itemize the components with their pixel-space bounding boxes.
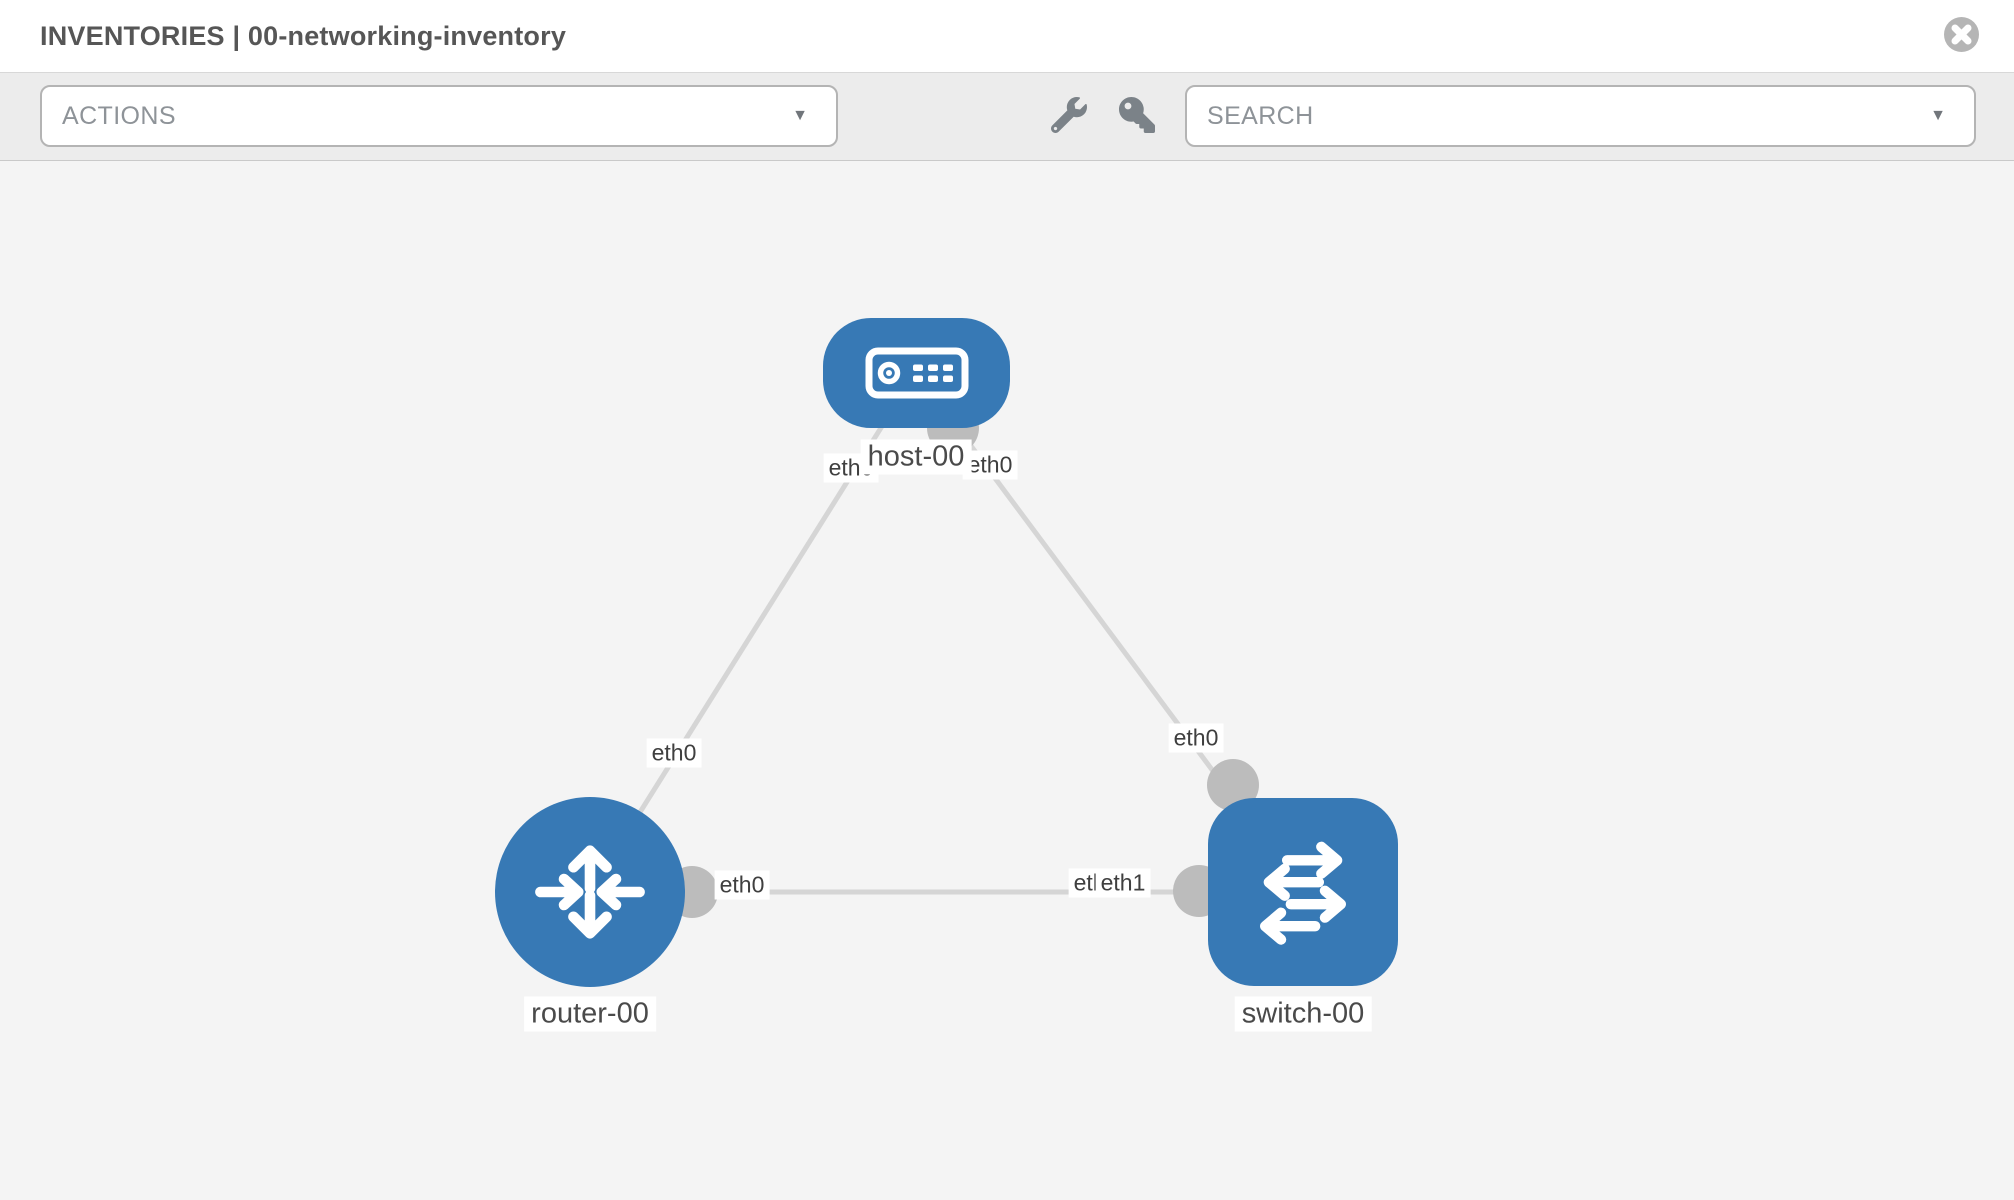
close-icon: [1944, 17, 1979, 52]
switch-icon: [1259, 841, 1347, 945]
node-switch-00[interactable]: [1208, 798, 1398, 986]
links-layer: [587, 370, 1306, 918]
header: INVENTORIES | 00-networking-inventory: [0, 0, 2014, 73]
page-title: INVENTORIES | 00-networking-inventory: [40, 21, 567, 51]
interface-label: eth0: [1168, 723, 1224, 753]
configure-button[interactable]: [1050, 97, 1088, 135]
node-label-host: host-00: [860, 439, 972, 475]
wrench-icon: [1050, 97, 1087, 134]
search-dropdown-label: SEARCH: [1207, 102, 1314, 130]
toolbar: ACTIONS ▼ SEARCH ▼: [0, 73, 2014, 161]
search-dropdown[interactable]: SEARCH ▼: [1185, 85, 1976, 147]
host-icon: [865, 347, 968, 399]
node-host-00[interactable]: [823, 318, 1010, 428]
chevron-down-icon: ▼: [1930, 107, 1946, 124]
topology-canvas[interactable]: eth0 eth0 eth0 eth0 eth0 eth0 eth1 host-…: [0, 161, 2014, 1200]
close-button[interactable]: [1943, 16, 1980, 53]
chevron-down-icon: ▼: [792, 107, 808, 124]
interface-label: eth0: [714, 870, 770, 900]
node-label-switch: switch-00: [1234, 996, 1372, 1032]
actions-dropdown-label: ACTIONS: [62, 102, 176, 130]
actions-dropdown[interactable]: ACTIONS ▼: [40, 85, 838, 147]
node-router-00[interactable]: [495, 797, 685, 987]
interface-label: eth1: [1095, 868, 1151, 898]
router-icon: [535, 845, 645, 939]
interface-label: eth0: [962, 450, 1018, 480]
credentials-button[interactable]: [1118, 97, 1156, 135]
interface-label: eth0: [646, 738, 702, 768]
key-icon: [1119, 97, 1155, 133]
node-label-router: router-00: [524, 996, 656, 1032]
